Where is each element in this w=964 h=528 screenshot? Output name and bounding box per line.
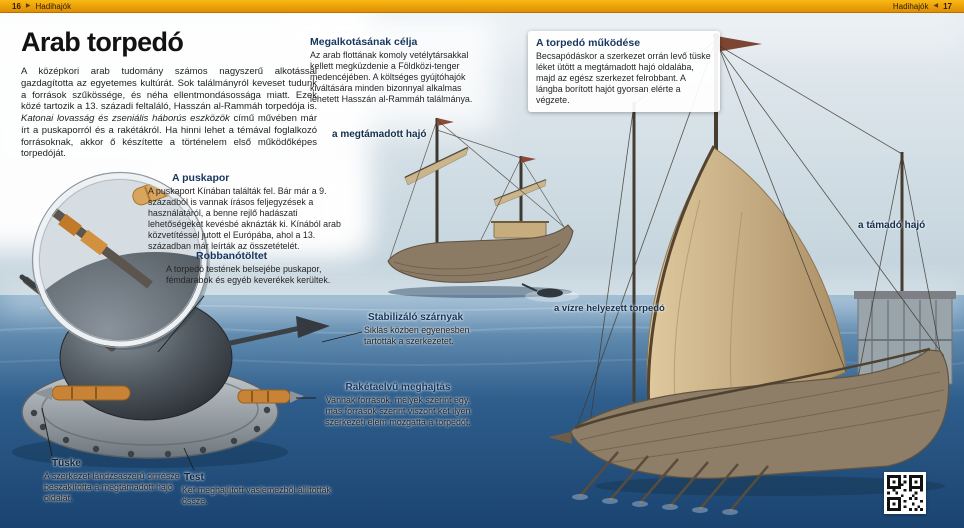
section-wings: Stabilizáló szárnyak Siklás közben egyen… — [364, 312, 490, 347]
section-gunpowder: A puskapor A puskaport Kínában találták … — [148, 172, 350, 252]
section-operation: A torpedó működése Becsapódáskor a szerk… — [528, 31, 720, 113]
attacking-ship-label: a támadó hajó — [858, 220, 926, 231]
water-torpedo — [521, 283, 579, 302]
section-gunpowder-body: A puskaport Kínában találták fel. Bár má… — [148, 186, 341, 252]
page-number-right: 17 — [943, 1, 952, 11]
section-wings-body: Siklás közben egyenesben tartották a sze… — [364, 325, 470, 347]
section-gunpowder-heading: A puskapor — [172, 172, 230, 184]
page-number-left: 16 — [12, 1, 21, 11]
section-body-body: Két meghajlított vaslemezből állították … — [182, 485, 331, 507]
intro-text-1: A középkori arab tudomány számos nagysze… — [21, 66, 317, 113]
book-title-left: Hadihajók — [35, 1, 72, 11]
intro-book-title: Katonai lovasság és zseniális háborús es… — [21, 113, 230, 125]
section-spike: Tüske A szerkezet lándzsaszerű orrrésze … — [44, 458, 182, 504]
section-purpose-heading: Megalkotásának célja — [310, 36, 418, 48]
callout-lines — [41, 295, 363, 471]
section-propulsion-body: Vannak források, melyek szerint egy, más… — [325, 395, 471, 428]
chevron-right-icon: ▶ — [25, 3, 31, 9]
section-spike-heading: Tüske — [52, 458, 81, 469]
qr-code-pattern — [887, 475, 923, 511]
book-title-right: Hadihajók — [892, 1, 929, 11]
section-propulsion: Rakétaelvű meghajtás Vannak források, me… — [318, 382, 478, 428]
section-body: Test Két meghajlított vaslemezből állíto… — [182, 472, 334, 507]
header-right: Hadihajók ◀ 17 — [893, 2, 952, 11]
section-purpose: Megalkotásának célja Az arab flottának k… — [310, 36, 482, 105]
section-purpose-body: Az arab flottának komoly vetélytársakkal… — [310, 50, 473, 105]
section-propulsion-heading: Rakétaelvű meghajtás — [345, 382, 451, 393]
section-body-heading: Test — [184, 472, 204, 483]
section-explosive: Robbanótöltet A torpedó testének belsejé… — [166, 250, 336, 286]
chevron-left-icon: ◀ — [933, 3, 939, 9]
section-explosive-heading: Robbanótöltet — [196, 250, 268, 262]
page-title: Arab torpedó — [21, 27, 184, 57]
rocket-left — [34, 385, 131, 401]
attacking-ship — [548, 33, 956, 515]
attacked-ship — [387, 118, 574, 298]
rivets — [30, 406, 271, 458]
header-left: 16 ▶ Hadihajók — [12, 2, 71, 11]
rocket-right — [237, 389, 304, 404]
intro-paragraph: A középkori arab tudomány számos nagysze… — [21, 66, 317, 160]
section-wings-heading: Stabilizáló szárnyak — [368, 312, 464, 323]
section-operation-heading: A torpedó működése — [536, 37, 641, 49]
header-bar: 16 ▶ Hadihajók Hadihajók ◀ 17 — [0, 0, 964, 13]
intro-text-2: című művében már írt a puskaporról és a … — [21, 113, 318, 160]
section-explosive-body: A torpedó testének belsejébe puskapor, f… — [166, 264, 331, 286]
qr-code — [884, 472, 926, 514]
attacked-ship-label: a megtámadott hajó — [332, 129, 427, 140]
stabilizing-fin — [225, 316, 330, 347]
section-spike-body: A szerkezet lándzsaszerű orrrésze beszak… — [44, 471, 180, 504]
water-torpedo-label: a vízre helyezett torpedó — [554, 303, 665, 314]
section-operation-body: Becsapódáskor a szerkezet orrán levő tüs… — [536, 51, 711, 106]
